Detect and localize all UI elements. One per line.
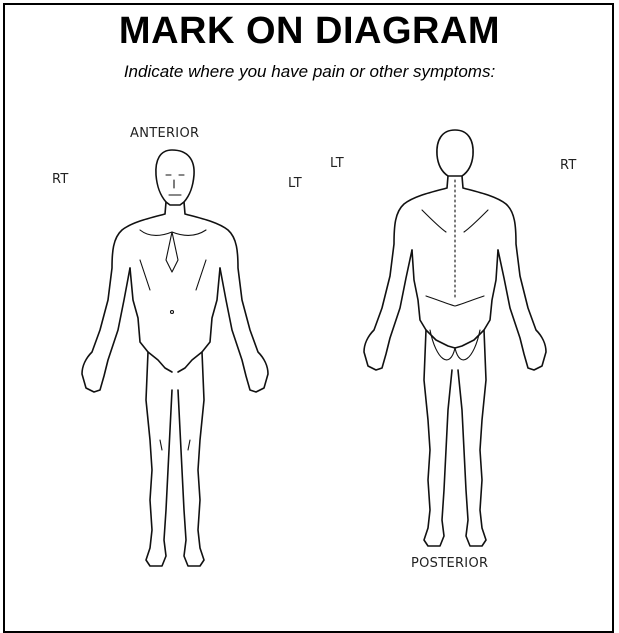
posterior-body-figure[interactable]: [0, 0, 619, 628]
